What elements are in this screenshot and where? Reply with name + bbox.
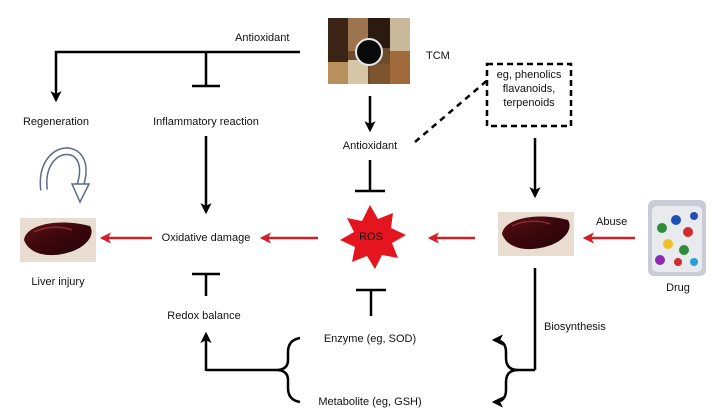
abuse-label: Abuse — [596, 216, 628, 228]
example-line-1: eg, phenolics — [496, 69, 562, 81]
oxidative-damage-label: Oxidative damage — [161, 232, 251, 244]
enzyme-label: Enzyme (eg, SOD) — [323, 333, 417, 345]
inflammatory-reaction-label: Inflammatory reaction — [153, 116, 259, 128]
liver-injury-label: Liver injury — [31, 276, 85, 288]
example-line-3: terpenoids — [503, 97, 555, 109]
dashed-link — [414, 77, 491, 143]
tcm-label: TCM — [426, 50, 450, 62]
drug-bottle-image — [648, 200, 706, 276]
example-box-text: eg, phenolics flavanoids, terpenoids — [490, 68, 568, 110]
regeneration-cycle-icon — [39, 147, 91, 204]
redox-balance-label: Redox balance — [167, 310, 241, 322]
liver-image — [498, 212, 574, 256]
metabolite-label: Metabolite (eg, GSH) — [318, 396, 422, 408]
left-bracket-arrow — [200, 331, 301, 404]
example-box — [485, 62, 573, 128]
enzyme-inhibits-ros — [356, 288, 386, 316]
regeneration-label: Regeneration — [22, 116, 90, 128]
drug-label: Drug — [666, 282, 690, 294]
antioxidant-inhibits-ros — [355, 160, 385, 193]
antioxidant-mid-label: Antioxidant — [342, 140, 398, 152]
redox-inhibits-oxidative — [192, 272, 220, 296]
example-line-2: flavanoids, — [502, 83, 556, 95]
biosynthesis-label: Biosynthesis — [544, 321, 606, 333]
tcm-image — [328, 18, 410, 84]
antioxidant-top-label: Antioxidant — [235, 32, 290, 44]
ros-label: ROS — [359, 231, 383, 243]
ros-burst — [340, 205, 406, 269]
liver-injury-image — [20, 218, 96, 262]
right-bracket-arrows — [491, 268, 537, 408]
antioxidant-top-lines — [50, 50, 300, 103]
